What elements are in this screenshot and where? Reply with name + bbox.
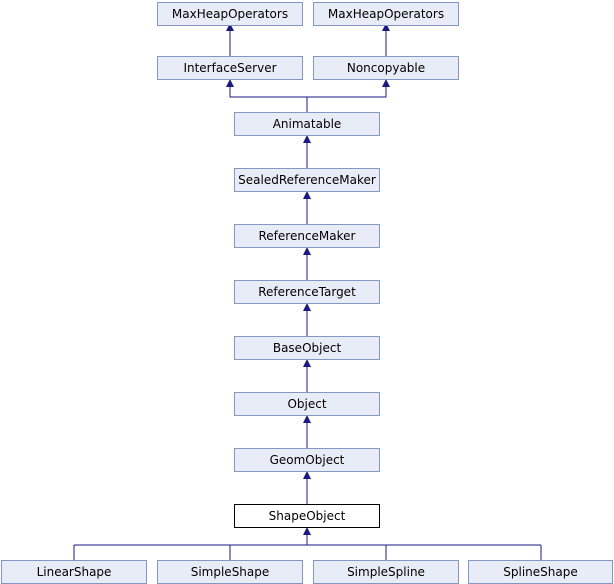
- node-max-heap-operators-1[interactable]: MaxHeapOperators: [157, 2, 303, 26]
- node-linear-shape[interactable]: LinearShape: [1, 560, 147, 584]
- node-reference-target[interactable]: ReferenceTarget: [234, 280, 380, 304]
- edge-animatable-interfaceserver: [226, 79, 308, 112]
- node-sealed-reference-maker[interactable]: SealedReferenceMaker: [234, 168, 380, 192]
- node-animatable[interactable]: Animatable: [234, 112, 380, 136]
- node-simple-shape[interactable]: SimpleShape: [157, 560, 303, 584]
- node-spline-shape[interactable]: SplineShape: [468, 560, 613, 584]
- node-simple-spline[interactable]: SimpleSpline: [313, 560, 459, 584]
- node-max-heap-operators-2[interactable]: MaxHeapOperators: [313, 2, 459, 26]
- node-interface-server[interactable]: InterfaceServer: [157, 56, 303, 80]
- node-noncopyable[interactable]: Noncopyable: [313, 56, 459, 80]
- node-reference-maker[interactable]: ReferenceMaker: [234, 224, 380, 248]
- node-geom-object[interactable]: GeomObject: [234, 448, 380, 472]
- node-object[interactable]: Object: [234, 392, 380, 416]
- node-shape-object-current: ShapeObject: [234, 504, 380, 528]
- node-base-object[interactable]: BaseObject: [234, 336, 380, 360]
- edge-animatable-noncopyable: [307, 79, 390, 98]
